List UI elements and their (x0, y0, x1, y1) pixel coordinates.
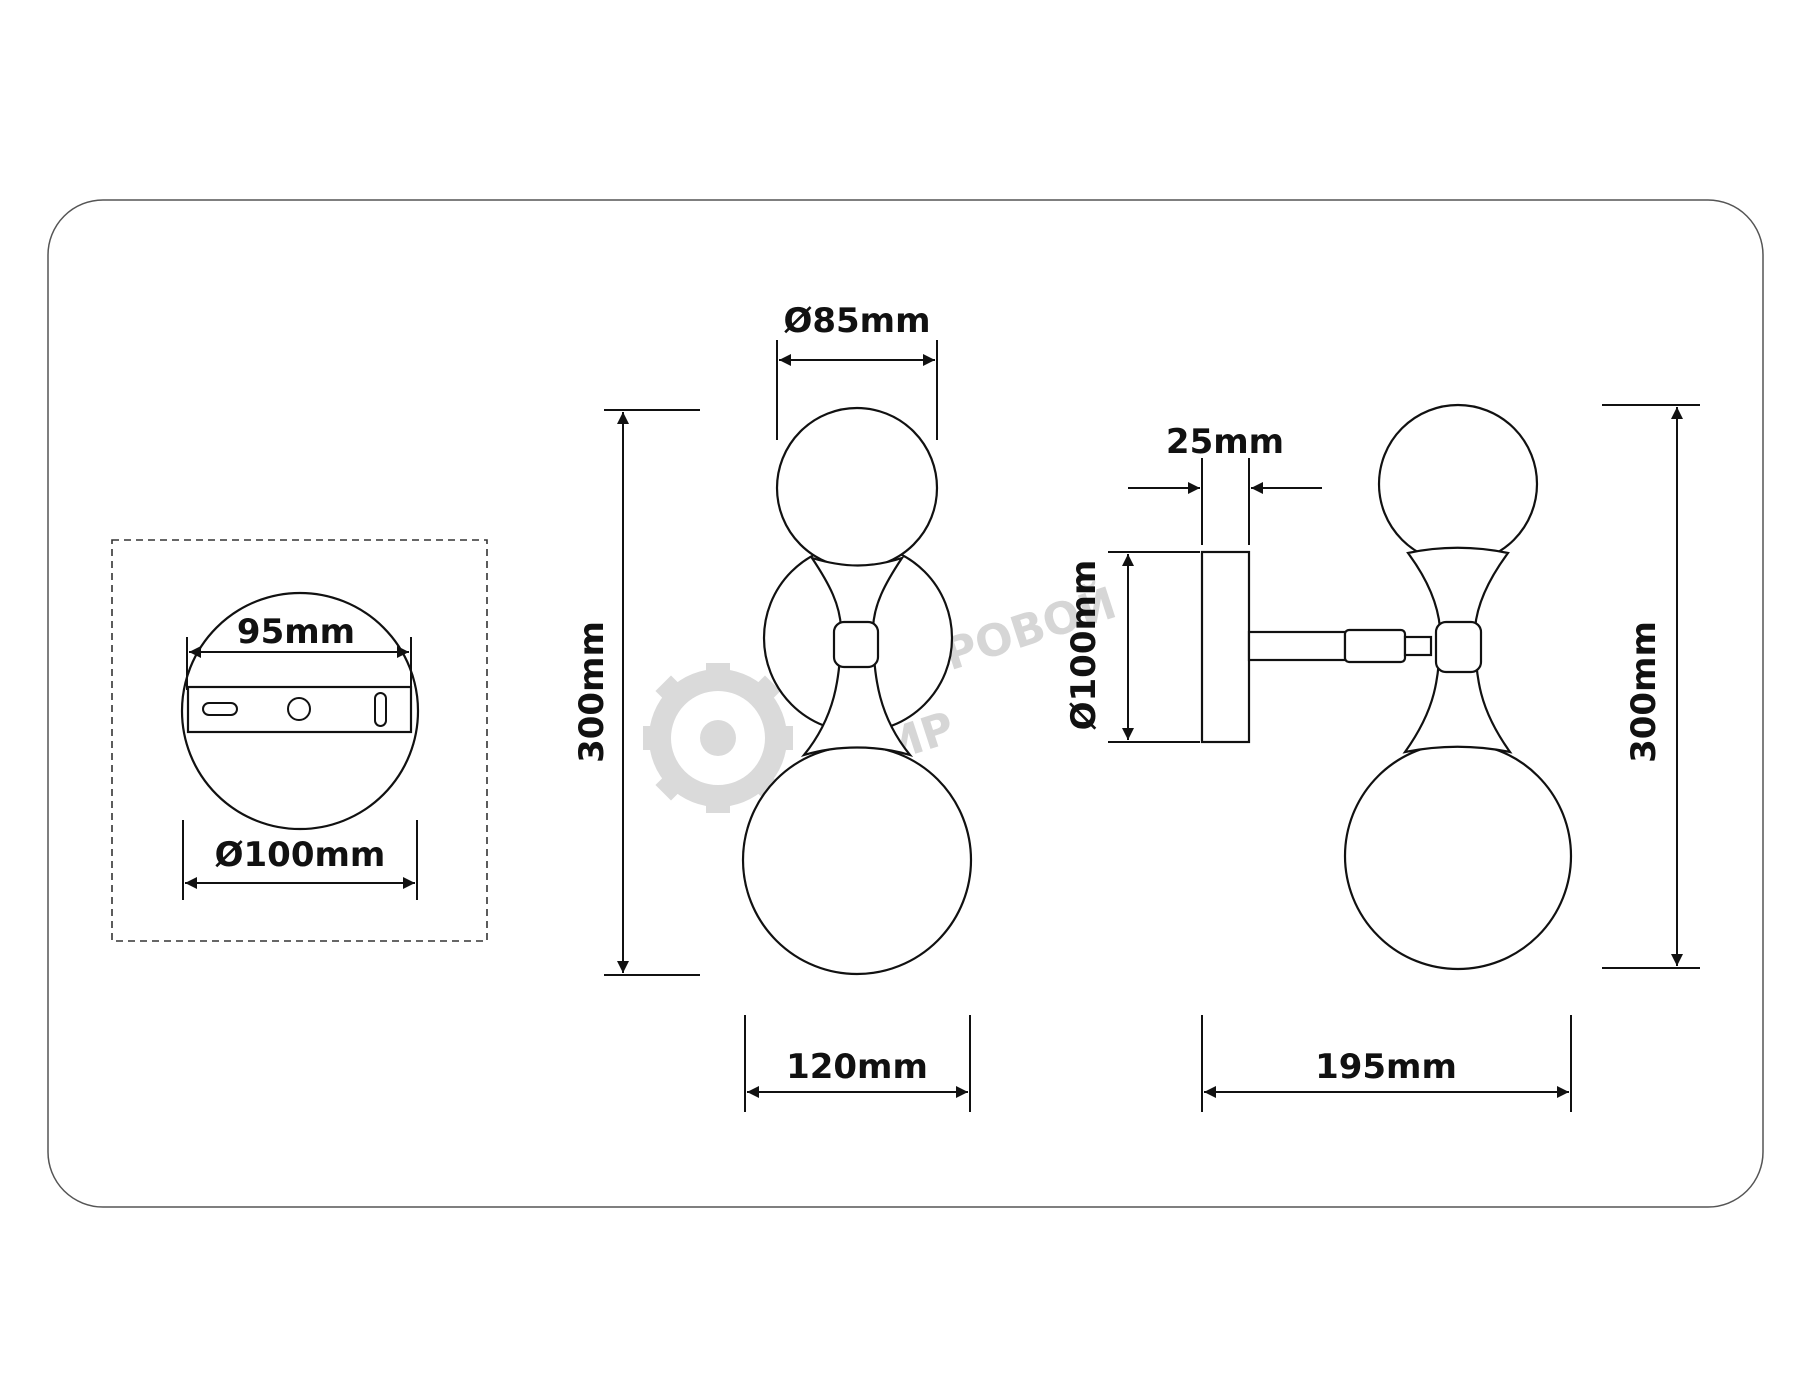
dim-label-side-height: 300mm (1624, 621, 1664, 763)
dim-label-front-width: 120mm (786, 1047, 928, 1087)
front-socket-ring (832, 620, 880, 669)
side-upper-shade (1377, 403, 1539, 565)
front-upper-shade (775, 406, 939, 570)
mounting-plate-detail: 95mm Ø100mm (111, 539, 488, 942)
detail-box (111, 539, 488, 942)
dim-label-plate-diameter: Ø100mm (215, 835, 386, 875)
drawing-frame (47, 199, 1764, 1208)
dim-label-base-depth: 25mm (1166, 422, 1284, 462)
dim-label-shade-diameter: Ø85mm (783, 301, 930, 341)
side-lower-shade (1343, 741, 1573, 971)
slot-vertical (374, 692, 387, 727)
dim-label-side-depth: 195mm (1315, 1047, 1457, 1087)
side-socket-ring (1434, 620, 1483, 674)
front-view: Ø85mm 300mm 120mm (572, 301, 973, 1112)
front-lower-shade (741, 744, 973, 976)
side-arm (1247, 630, 1347, 662)
dim-label-side-plate-diameter: Ø100mm (1064, 560, 1104, 731)
mounting-bracket (186, 685, 413, 734)
slot-horizontal (202, 702, 238, 716)
dim-label-hole-spacing: 95mm (237, 612, 355, 652)
side-arm-joint (1343, 628, 1407, 664)
center-hole (287, 697, 311, 721)
side-view: 25mm Ø100mm 300mm 195mm (1064, 403, 1700, 1112)
side-arm-collar (1403, 635, 1433, 657)
side-wall-plate (1200, 550, 1251, 744)
dim-label-front-height: 300mm (572, 621, 612, 763)
